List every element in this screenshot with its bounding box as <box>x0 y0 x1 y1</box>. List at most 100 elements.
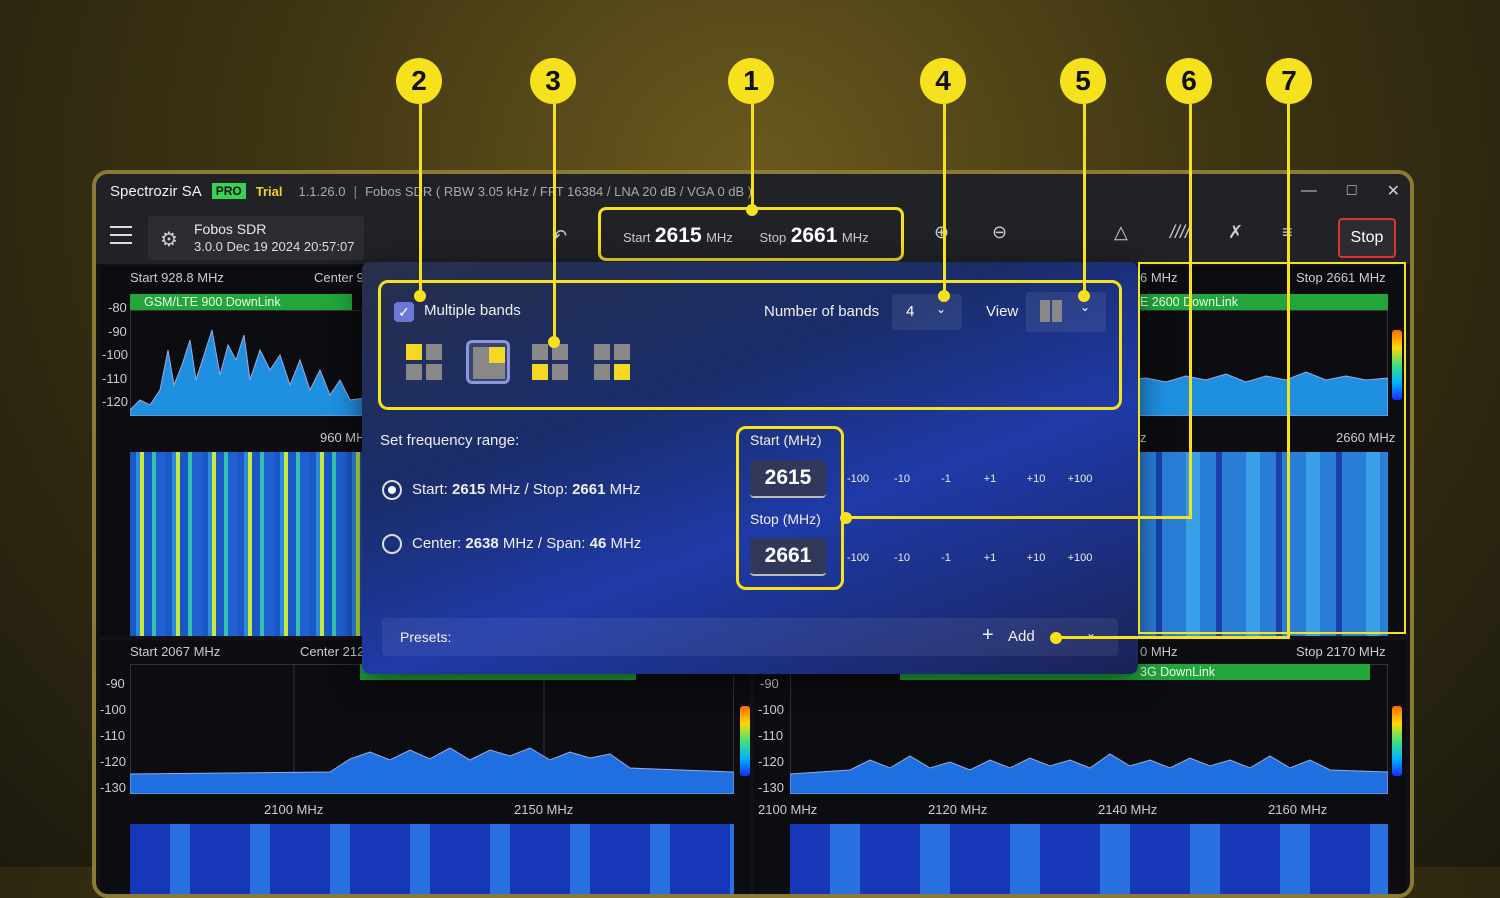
number-of-bands-dropdown[interactable]: 4 ⌄ <box>892 294 962 330</box>
highlight-bands-section <box>378 280 1122 410</box>
presets-label: Presets: <box>400 629 452 645</box>
x-tick: 2140 MHz <box>1098 802 1158 817</box>
device-selector[interactable]: ⚙ Fobos SDR 3.0.0 Dec 19 2024 20:57:07 <box>148 216 364 260</box>
panel-center-label: Center 212 <box>300 644 365 659</box>
leader-line <box>1056 636 1290 639</box>
mode-center-span-radio[interactable] <box>382 534 402 554</box>
number-of-bands-label: Number of bands <box>764 303 880 320</box>
panel-center-label: Center 9 <box>314 270 364 285</box>
layout-option-2[interactable] <box>466 340 510 384</box>
highlight-right-panel <box>1138 262 1406 634</box>
marker-dot <box>746 204 758 216</box>
waterfall <box>790 824 1388 894</box>
y-tick: -100 <box>102 347 129 362</box>
mode-start-stop-radio[interactable] <box>382 480 402 500</box>
y-tick: -90 <box>106 676 125 691</box>
y-tick: -120 <box>758 754 785 769</box>
leader-line <box>846 516 1192 519</box>
marker-dot <box>1050 632 1062 644</box>
view-label: View <box>986 303 1019 320</box>
start-label: Start <box>623 230 651 245</box>
minimize-icon[interactable]: — <box>1300 182 1317 199</box>
x-tick: 960 MH <box>320 430 366 445</box>
start-step-button[interactable]: +100 <box>1067 473 1093 485</box>
panel-top-left: Start 928.8 MHz Center 9 GSM/LTE 900 Dow… <box>100 266 366 636</box>
plus-icon: + <box>982 624 994 646</box>
waterfall <box>1126 452 1388 636</box>
spectrum-icon[interactable]: △ <box>1114 222 1128 242</box>
stop-value: 2661 <box>790 224 838 247</box>
start-step-button[interactable]: +1 <box>983 473 997 485</box>
mute-icon[interactable]: ✗ <box>1228 222 1244 242</box>
layout-option-4[interactable] <box>592 342 632 382</box>
add-preset-button[interactable]: Add <box>1008 628 1035 645</box>
menu-icon[interactable] <box>110 226 132 244</box>
stop-unit: MHz <box>841 230 869 245</box>
spectrum-plot[interactable] <box>130 664 734 794</box>
stop-button[interactable]: Stop <box>1338 218 1396 258</box>
stop-step-button[interactable]: -1 <box>941 552 951 564</box>
highlight-start-stop-inputs <box>736 426 844 590</box>
start-step-button[interactable]: +10 <box>1026 473 1046 485</box>
multiple-bands-checkbox[interactable]: ✓ <box>394 302 414 322</box>
device-version: 3.0.0 Dec 19 2024 20:57:07 <box>194 239 355 254</box>
start-step-button[interactable]: -100 <box>846 473 870 485</box>
device-name: Fobos SDR <box>194 221 267 237</box>
gear-icon: ⚙ <box>160 229 178 251</box>
presets-bar[interactable]: Presets: + Add ⌄ <box>382 618 1118 656</box>
waterfall <box>130 824 734 894</box>
app-window: Spectrozir SA PRO Trial 1.1.26.0 | Fobos… <box>92 170 1414 898</box>
waterfall <box>130 452 366 636</box>
stop-step-button[interactable]: +100 <box>1067 552 1093 564</box>
x-tick: 2100 MHz <box>758 802 818 817</box>
y-tick: -130 <box>758 780 785 795</box>
y-tick: -110 <box>102 371 128 386</box>
stop-step-button[interactable]: +1 <box>983 552 997 564</box>
panel-stop-label: Stop 2170 MHz <box>1296 644 1386 659</box>
zoom-out-icon[interactable]: ⊖ <box>992 222 1008 242</box>
y-tick: -90 <box>108 324 127 339</box>
start-step-button[interactable]: -10 <box>894 473 910 485</box>
mode-start-stop-label: Start: 2615 MHz / Stop: 2661 MHz <box>412 481 641 498</box>
color-scale <box>740 706 750 776</box>
maximize-icon[interactable]: □ <box>1346 182 1357 199</box>
marker-dot <box>840 512 852 524</box>
panel-bottom-right: 0 MHz Stop 2170 MHz -90 -100 -110 -120 -… <box>754 640 1406 894</box>
start-input[interactable]: 2615 <box>750 460 826 498</box>
marker-dot <box>938 290 950 302</box>
frequency-popup: ✓ Multiple bands Number of bands 4 ⌄ Vie… <box>362 262 1138 674</box>
callout-5: 5 <box>1060 58 1106 104</box>
multiple-bands-label: Multiple bands <box>424 302 521 319</box>
y-tick: -130 <box>100 780 127 795</box>
x-tick: 2100 MHz <box>264 802 324 817</box>
zoom-in-icon[interactable]: ⊕ <box>934 222 950 242</box>
panel-start-label: 6 MHz <box>1140 270 1178 285</box>
layout-option-1[interactable] <box>404 342 444 382</box>
start-step-button[interactable]: -1 <box>941 473 951 485</box>
spectrum-plot[interactable] <box>130 310 366 416</box>
color-scale <box>1392 706 1402 776</box>
waterfall-icon[interactable]: //// <box>1170 222 1191 242</box>
close-icon[interactable]: ✕ <box>1386 183 1400 200</box>
view-dropdown[interactable]: ⌄ <box>1026 292 1106 332</box>
x-tick: z <box>1140 430 1147 445</box>
panel-top-right: 6 MHz Stop 2661 MHz E 2600 DownLink z 26… <box>1126 266 1406 636</box>
callout-6: 6 <box>1166 58 1212 104</box>
leader-line <box>751 104 754 208</box>
chevron-down-icon[interactable]: ⌄ <box>1086 626 1097 640</box>
panel-bottom-left: Start 2067 MHz Center 212 -90 -100 -110 … <box>100 640 750 894</box>
marker-dot <box>414 290 426 302</box>
callout-7: 7 <box>1266 58 1312 104</box>
stop-step-button[interactable]: -100 <box>846 552 870 564</box>
layout-option-3[interactable] <box>530 342 570 382</box>
stop-input[interactable]: 2661 <box>750 538 826 576</box>
panel-stop-label: Stop 2661 MHz <box>1296 270 1386 285</box>
mode-center-span-label: Center: 2638 MHz / Span: 46 MHz <box>412 535 642 552</box>
stop-step-button[interactable]: +10 <box>1026 552 1046 564</box>
stop-step-button[interactable]: -10 <box>894 552 910 564</box>
start-mhz-label: Start (MHz) <box>750 432 822 448</box>
stop-mhz-label: Stop (MHz) <box>750 511 821 527</box>
x-tick: 2660 MHz <box>1336 430 1396 445</box>
title-separator: | <box>353 183 358 199</box>
callout-2: 2 <box>396 58 442 104</box>
